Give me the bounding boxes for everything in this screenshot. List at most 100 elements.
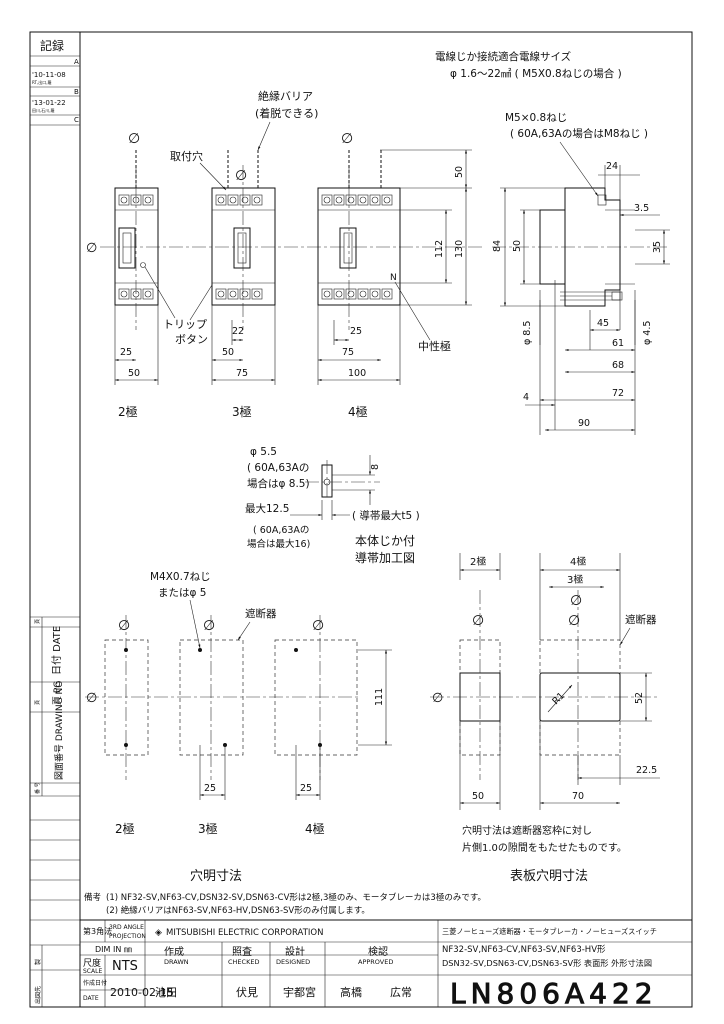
svg-text:50: 50 [512, 240, 523, 252]
svg-text:∅: ∅ [86, 691, 97, 706]
svg-text:宇都宮: 宇都宮 [283, 985, 316, 999]
hole-dimensions-title: 穴明寸法 [190, 869, 242, 884]
neutral-mark: N [390, 273, 397, 283]
svg-text:61: 61 [612, 338, 624, 349]
svg-text:50: 50 [472, 791, 484, 802]
svg-text:4極: 4極 [570, 555, 586, 568]
svg-text:本体じか付: 本体じか付 [355, 534, 415, 548]
svg-text:68: 68 [612, 360, 624, 371]
svg-text:M4X0.7ねじ: M4X0.7ねじ [150, 571, 211, 583]
svg-text:高橋: 高橋 [340, 985, 362, 999]
svg-text:R1: R1 [550, 690, 567, 707]
breaker-4p [317, 187, 401, 306]
svg-text:◈: ◈ [155, 928, 162, 938]
svg-text:検認: 検認 [368, 945, 388, 958]
svg-text:DSN32-SV,DSN63-CV,DSN63-SV形 表面: DSN32-SV,DSN63-CV,DSN63-SV形 表面形 外形寸法図 [442, 958, 652, 968]
side-screw-label-2: ( 60A,63Aの場合はM8ねじ ) [510, 127, 648, 140]
side-screw-label-1: M5×0.8ねじ [505, 112, 567, 124]
hole-dimensions: M4X0.7ねじ またはφ 5 遮断器 ∅ ∅ ∅ 25 ∅ 25 111 [85, 571, 392, 884]
svg-text:∅: ∅ [570, 593, 582, 609]
svg-text:頁 PG: 頁 PG [52, 681, 63, 705]
svg-text:SCALE: SCALE [83, 968, 102, 975]
svg-text:CHECKED: CHECKED [228, 958, 259, 966]
svg-text:( 導帯最大t5 ): ( 導帯最大t5 ) [352, 509, 420, 522]
svg-text:∅: ∅ [432, 691, 443, 706]
svg-text:B: B [74, 88, 79, 96]
svg-text:番 号: 番 号 [34, 782, 41, 794]
svg-text:22.5: 22.5 [636, 765, 657, 776]
svg-text:70: 70 [572, 791, 584, 802]
svg-text:日付 DATE: 日付 DATE [50, 626, 63, 675]
svg-text:片側1.0の隙間をもたせたものです。: 片側1.0の隙間をもたせたものです。 [462, 841, 627, 854]
svg-text:35: 35 [652, 241, 663, 253]
svg-text:NF32-SV,NF63-CV,NF63-SV,NF63-H: NF32-SV,NF63-CV,NF63-SV,NF63-HV形 [442, 945, 606, 955]
panel-cutout: 2極 4極 3極 遮断器 ∅ ∅ ∅ ∅ R1 52 22.5 [430, 553, 660, 884]
svg-text:広常: 広常 [390, 986, 412, 999]
svg-text:池田: 池田 [155, 986, 177, 999]
svg-text:4極: 4極 [305, 821, 325, 836]
terminal-detail: φ 5.5 ( 60A,63Aの 場合はφ 8.5) 8 最大12.5 ( 60… [245, 446, 420, 565]
svg-text:'10-11-08: '10-11-08 [32, 71, 66, 79]
pole3-label: 3極 [232, 404, 252, 419]
svg-text:またはφ 5: またはφ 5 [158, 587, 206, 599]
svg-text:C: C [74, 116, 79, 124]
svg-text:∅: ∅ [235, 168, 247, 184]
breaker-3p [211, 187, 276, 306]
svg-text:∅: ∅ [86, 241, 97, 256]
record-title: 記録 [40, 38, 64, 53]
svg-text:100: 100 [348, 368, 366, 379]
trip-label-2: ボタン [175, 333, 208, 346]
svg-text:45: 45 [597, 318, 609, 329]
svg-text:3RD ANGLE: 3RD ANGLE [109, 924, 144, 931]
pole4-label: 4極 [348, 404, 368, 419]
record-column: 記録 A '10-11-08 RT,出口,羅 B '13-01-22 田川,石川… [30, 38, 80, 1007]
svg-text:2極: 2極 [470, 555, 486, 568]
svg-text:72: 72 [612, 388, 624, 399]
svg-text:場合は最大16): 場合は最大16) [247, 538, 310, 550]
remarks: 備考 (1) NF32-SV,NF63-CV,DSN32-SV,DSN63-CV… [84, 892, 486, 916]
svg-text:三菱ノーヒューズ遮断器・モータブレーカ・ノーヒューズスイッチ: 三菱ノーヒューズ遮断器・モータブレーカ・ノーヒューズスイッチ [442, 927, 657, 936]
svg-text:DATE: DATE [83, 995, 99, 1002]
svg-text:遮断器: 遮断器 [625, 613, 657, 626]
svg-text:第3角法: 第3角法 [83, 926, 112, 936]
svg-text:導帯加工図: 導帯加工図 [355, 551, 415, 565]
svg-text:(1) NF32-SV,NF63-CV,DSN32-SV,D: (1) NF32-SV,NF63-CV,DSN32-SV,DSN63-CV形は2… [106, 892, 486, 903]
svg-text:3.5: 3.5 [634, 203, 649, 214]
front-views: ∅ ∅ ∅ [86, 89, 485, 419]
svg-text:DIM IN ㎜: DIM IN ㎜ [95, 945, 132, 954]
svg-text:PROJECTION: PROJECTION [109, 933, 146, 940]
svg-text:設計: 設計 [285, 945, 305, 958]
svg-text:∅: ∅ [568, 613, 580, 629]
svg-text:50: 50 [128, 368, 140, 379]
svg-text:8: 8 [370, 464, 381, 470]
svg-text:25: 25 [350, 326, 362, 337]
svg-text:50: 50 [222, 347, 234, 358]
svg-text:84: 84 [492, 240, 503, 252]
svg-text:APPROVED: APPROVED [358, 958, 393, 966]
svg-text:照査: 照査 [232, 945, 252, 958]
side-view: M5×0.8ねじ ( 60A,63Aの場合はM8ねじ ) 24 3.5 35 8… [492, 112, 670, 435]
svg-text:52: 52 [634, 692, 645, 704]
drawing-number: LN806A422 [450, 977, 658, 1010]
svg-text:50: 50 [454, 166, 465, 178]
svg-text:作成日付: 作成日付 [83, 979, 107, 987]
svg-text:75: 75 [342, 347, 354, 358]
barrier-label-1: 絶縁バリア [258, 89, 313, 103]
svg-text:頁: 頁 [35, 700, 41, 705]
svg-text:3極: 3極 [198, 821, 218, 836]
svg-text:図面番号 DRAWING NO: 図面番号 DRAWING NO [53, 681, 65, 780]
wire-size-note-2: φ 1.6～22㎟ ( M5X0.8ねじの場合 ) [450, 67, 622, 80]
svg-text:25: 25 [120, 347, 132, 358]
pole2-label: 2極 [118, 404, 138, 419]
svg-text:場合はφ 8.5): 場合はφ 8.5) [247, 477, 310, 490]
svg-text:130: 130 [454, 240, 465, 258]
svg-text:RT,出口,羅: RT,出口,羅 [32, 79, 51, 85]
svg-text:∅: ∅ [341, 131, 353, 147]
breaker-2p [114, 187, 159, 306]
svg-text:備考: 備考 [84, 892, 101, 903]
svg-text:MITSUBISHI ELECTRIC CORPORATIO: MITSUBISHI ELECTRIC CORPORATION [166, 928, 323, 938]
svg-text:頁: 頁 [35, 619, 41, 624]
svg-text:4: 4 [523, 392, 529, 403]
